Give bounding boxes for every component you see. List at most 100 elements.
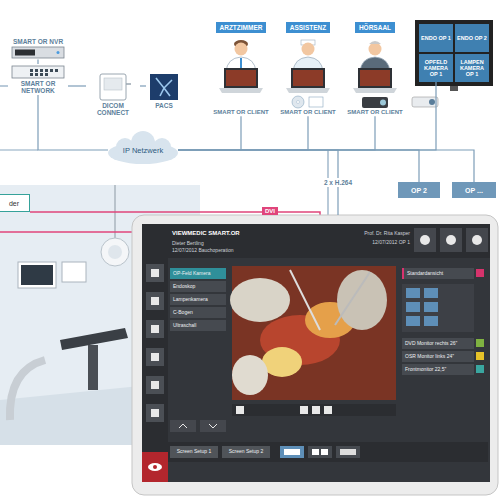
monitor-wall — [429, 99, 435, 105]
tablet-device — [406, 316, 420, 326]
nvr-icon — [12, 47, 64, 58]
client-icon — [219, 40, 263, 93]
tablet-device — [146, 320, 164, 338]
device-box: SMART OR NETWORK — [8, 64, 68, 95]
tablet-device — [146, 292, 164, 310]
tablet-device — [262, 347, 302, 377]
dicom-icon — [104, 78, 122, 90]
screen-tile: LAMPEN KAMERA OP 1 — [455, 54, 489, 82]
tablet-device — [284, 449, 300, 455]
network-icon — [55, 69, 58, 72]
connector — [178, 82, 436, 150]
node-text: ASSISTENZ — [286, 22, 330, 33]
network-icon — [40, 73, 43, 76]
tablet-device — [472, 235, 482, 245]
node-text: DVD Monitor rechts 26" — [405, 341, 457, 347]
tablet-device — [151, 297, 159, 305]
panel-item: Frontmonitor 22,5" — [402, 364, 474, 375]
client-icon — [353, 41, 397, 108]
tablet-device — [232, 355, 268, 395]
tablet-device — [406, 302, 420, 312]
node-text: OPFELD KAMERA OP 1 — [421, 59, 451, 77]
client-icon — [358, 68, 392, 88]
network-icon — [12, 66, 64, 78]
node-text: Standardansicht — [407, 271, 443, 277]
tablet-device — [142, 224, 490, 482]
connector — [37, 59, 38, 64]
screen-tile: ENDO OP 2 — [455, 24, 489, 52]
node-text: HÖRSAAL — [355, 22, 395, 33]
nvr-icon — [57, 51, 60, 54]
tablet-device — [148, 463, 162, 471]
menu-item: Lampenkamera — [170, 294, 226, 305]
edge-label: 2 x H.264 — [322, 178, 354, 187]
network-wire — [0, 149, 38, 150]
connector — [38, 95, 108, 150]
node-text: DICOM CONNECT — [86, 102, 140, 117]
tablet-device — [142, 224, 490, 258]
node-text: SMART OR CLIENT — [347, 109, 402, 116]
network-cloud: IP Netzwerk — [108, 136, 178, 164]
menu-item: C-Bogen — [170, 307, 226, 318]
tablet-device — [232, 404, 396, 416]
tablet-device — [406, 288, 420, 298]
client-icon — [291, 68, 325, 88]
tablet-device — [170, 420, 196, 432]
connector — [68, 85, 86, 86]
client-box: ASSISTENZ SMART OR CLIENT — [277, 22, 339, 116]
button: Screen Setup 2 — [222, 446, 270, 458]
client-icon — [240, 58, 242, 68]
tablet-device — [446, 235, 456, 245]
network-icon — [35, 73, 38, 76]
room-box: OP 2 — [398, 182, 440, 198]
tablet-device — [440, 228, 462, 252]
node-text: IP Netzwerk — [123, 146, 163, 155]
connector — [178, 116, 375, 150]
pacs-icon — [150, 74, 178, 100]
tablet-device — [151, 381, 159, 389]
network-icon — [45, 69, 48, 72]
network-icon — [40, 69, 43, 72]
node-text: der — [9, 200, 19, 207]
node-text: Endoskop — [173, 284, 195, 290]
tablet-device — [151, 409, 159, 417]
operating-room — [101, 238, 129, 266]
device-box: PACS — [146, 72, 182, 109]
operating-room — [108, 245, 122, 259]
tablet-device — [402, 284, 474, 332]
tablet-device — [321, 449, 328, 455]
operating-room — [21, 265, 53, 285]
client-icon — [293, 70, 323, 86]
monitor-wall — [412, 20, 493, 107]
tablet-device — [336, 446, 360, 458]
network-icon — [35, 69, 38, 72]
tablet-device — [300, 406, 308, 414]
signal-label: DVI — [262, 207, 278, 215]
device-box: SMART OR NVR — [8, 38, 68, 59]
node-text: ENDO OP 1 — [421, 35, 451, 41]
tablet-device — [308, 446, 332, 458]
tablet-device — [153, 465, 157, 469]
network-icon — [30, 73, 33, 76]
node-text: SMART OR CLIENT — [280, 109, 335, 116]
header-text: 12/07/2012 OP 1 — [295, 240, 410, 246]
tablet-device — [466, 228, 488, 252]
connector — [178, 150, 338, 215]
menu-item: OP-Feld Kamera — [170, 268, 226, 279]
dicom-icon — [126, 83, 131, 85]
connector — [178, 150, 419, 182]
client-icon — [235, 43, 248, 56]
operating-room — [88, 345, 98, 390]
node-text: LAMPEN KAMERA OP 1 — [457, 59, 487, 77]
client-icon — [369, 41, 381, 44]
node-text: SMART OR CLIENT — [213, 109, 268, 116]
device-box: DICOM CONNECT — [86, 72, 140, 117]
client-icon — [362, 97, 388, 108]
tablet-device — [424, 316, 438, 326]
tablet-device — [290, 270, 320, 330]
client-icon — [224, 68, 258, 88]
client-icon — [297, 101, 300, 104]
tablet-device — [132, 215, 498, 495]
tablet-device — [236, 406, 244, 414]
